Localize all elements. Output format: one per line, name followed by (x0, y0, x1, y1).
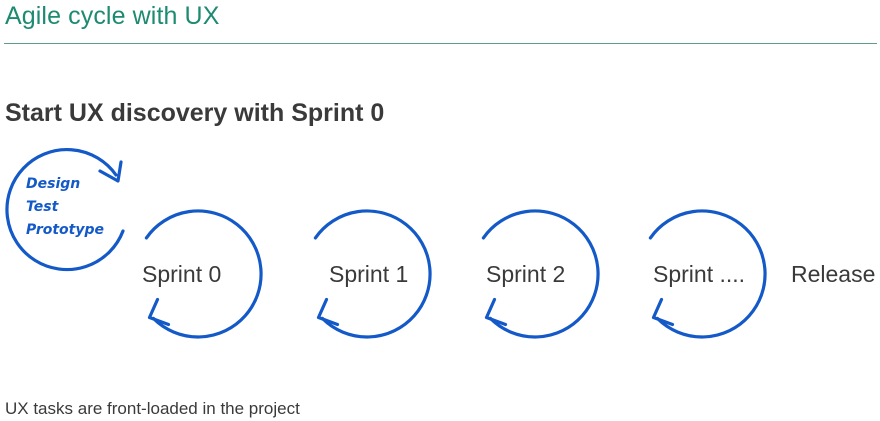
ux-cycle-arrowhead (98, 160, 123, 183)
sprint-cycle: Sprint 2 (481, 209, 600, 339)
sprint-label: Sprint 1 (329, 261, 408, 287)
subtitle: Start UX discovery with Sprint 0 (5, 99, 385, 127)
sprint-cycle-arrow (648, 209, 767, 339)
sprint-label: Sprint 2 (486, 261, 565, 287)
sprint-cycle-arrowhead (484, 297, 508, 327)
sprint-cycle-arrowhead (651, 297, 675, 327)
ux-task-prototype: Prototype (26, 222, 104, 238)
sprint-cycle: Sprint 1 (313, 209, 432, 339)
sprint-cycles: Sprint 0 Sprint 1 Sprint 2 Sprint .... (142, 209, 767, 339)
ux-task-test: Test (26, 199, 60, 215)
sprint-cycle-arrowhead (316, 297, 340, 327)
ux-task-design: Design (26, 176, 80, 192)
sprint-cycle-arrow (481, 209, 600, 339)
title-divider (4, 43, 877, 44)
footer-note: UX tasks are front-loaded in the project (5, 399, 300, 418)
sprint-cycle: Sprint .... (648, 209, 767, 339)
sprint-cycle-arrowhead (147, 297, 171, 327)
sprint-cycle: Sprint 0 (142, 209, 263, 339)
sprint-label: Sprint .... (653, 261, 745, 287)
sprint-label: Sprint 0 (142, 261, 221, 287)
sprint-cycle-arrow (313, 209, 432, 339)
ux-cycle: Design Test Prototype (5, 147, 125, 272)
page-title: Agile cycle with UX (5, 2, 220, 30)
ux-cycle-arrow (5, 147, 125, 272)
release-label: Release (791, 261, 875, 287)
sprint-cycle-arrow (144, 209, 263, 339)
